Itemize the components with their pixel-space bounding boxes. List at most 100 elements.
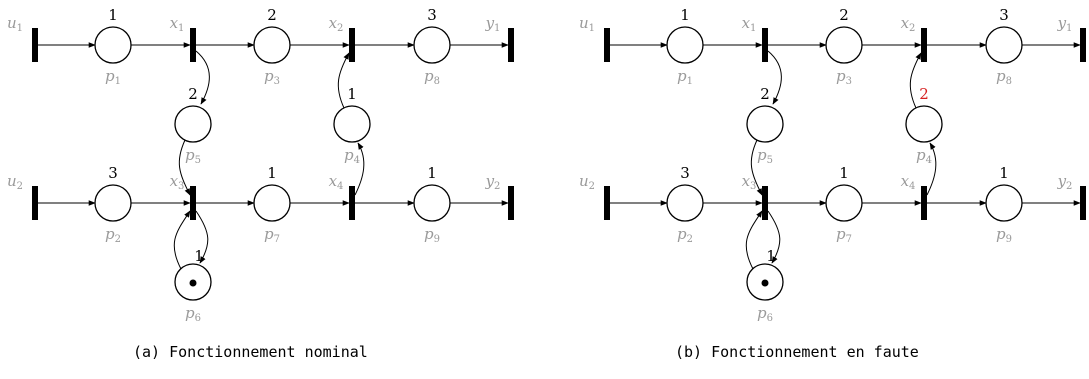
arc-p6-x3: [173, 210, 191, 270]
place-value-p7: 1: [267, 164, 277, 182]
transition-label-u2: u2: [7, 172, 23, 192]
place-value-p5: 2: [760, 85, 770, 103]
place-label-p3: p3: [264, 67, 280, 87]
place-label-p6: p6: [757, 304, 773, 324]
transition-y1: [1080, 28, 1086, 62]
place-p5: [746, 105, 784, 143]
place-p1: [666, 26, 704, 64]
place-value-p6: 1: [194, 247, 204, 265]
place-label-p2: p2: [677, 225, 693, 245]
transition-x1: [762, 28, 768, 62]
transition-label-x3: x3: [170, 172, 185, 192]
transition-label-u2: u2: [579, 172, 595, 192]
place-p4: [333, 105, 371, 143]
place-label-p3: p3: [836, 67, 852, 87]
place-value-p9: 1: [427, 164, 437, 182]
transition-u1: [32, 28, 38, 62]
place-value-p2: 3: [680, 164, 690, 182]
transition-label-y1: y1: [485, 14, 501, 34]
transition-x3: [190, 186, 196, 220]
transition-y2: [1080, 186, 1086, 220]
arc-x3-p6: [195, 210, 209, 264]
transition-y1: [508, 28, 514, 62]
place-value-p3: 2: [839, 6, 849, 24]
transition-label-x2: x2: [901, 14, 916, 34]
transition-label-y2: y2: [485, 172, 501, 192]
place-label-p1: p1: [677, 67, 693, 87]
arc-p6-x3: [745, 210, 763, 270]
place-p9: [985, 184, 1023, 222]
place-p7: [253, 184, 291, 222]
place-label-p6: p6: [185, 304, 201, 324]
transition-x4: [349, 186, 355, 220]
place-p1: [94, 26, 132, 64]
place-p8: [413, 26, 451, 64]
petri-net-figure: u1 x1 x2 y1 u2 x3 x4 y2 1 p1 2 p3 3 p8 3 p2 1 p7 1 p9 2 p5 1 p4…: [7, 6, 1086, 324]
place-value-p8: 3: [427, 6, 437, 24]
transition-x3: [762, 186, 768, 220]
place-label-p7: p7: [264, 225, 280, 245]
place-label-p4: p4: [916, 146, 932, 166]
transition-label-x1: x1: [742, 14, 757, 34]
place-value-p7: 1: [839, 164, 849, 182]
place-value-p4: 1: [347, 85, 357, 103]
place-value-p4: 2: [919, 85, 929, 103]
transition-u2: [604, 186, 610, 220]
transition-x2: [349, 28, 355, 62]
place-label-p5: p5: [185, 146, 201, 166]
place-label-p5: p5: [757, 146, 773, 166]
place-value-p6: 1: [766, 247, 776, 265]
place-value-p2: 3: [108, 164, 118, 182]
arc-x1-p5: [767, 50, 782, 105]
arc-x3-p6: [767, 210, 781, 264]
token-p6: [761, 279, 769, 287]
transition-label-x2: x2: [329, 14, 344, 34]
transition-label-x1: x1: [170, 14, 185, 34]
arc-p5-x3: [750, 139, 763, 196]
place-p3: [825, 26, 863, 64]
place-label-p2: p2: [105, 225, 121, 245]
arc-x1-p5: [195, 50, 210, 105]
transition-label-x3: x3: [742, 172, 757, 192]
arc-p5-x3: [178, 139, 191, 196]
transition-x2: [921, 28, 927, 62]
arc-p4-x2: [337, 52, 350, 109]
transition-y2: [508, 186, 514, 220]
place-label-p9: p9: [996, 225, 1012, 245]
arc-x4-p4: [354, 142, 365, 196]
transition-label-x4: x4: [329, 172, 344, 192]
transition-label-x4: x4: [901, 172, 916, 192]
transition-label-y1: y1: [1057, 14, 1073, 34]
transition-u1: [604, 28, 610, 62]
caption-fault: (b) Fonctionnement en faute: [675, 343, 919, 361]
place-p7: [825, 184, 863, 222]
place-label-p7: p7: [836, 225, 852, 245]
place-p5: [174, 105, 212, 143]
place-value-p3: 2: [267, 6, 277, 24]
caption-nominal: (a) Fonctionnement nominal: [133, 343, 368, 361]
place-p3: [253, 26, 291, 64]
place-label-p9: p9: [424, 225, 440, 245]
arc-x4-p4: [926, 142, 937, 196]
transition-label-u1: u1: [579, 14, 595, 34]
place-p2: [666, 184, 704, 222]
transition-x4: [921, 186, 927, 220]
place-p9: [413, 184, 451, 222]
place-value-p9: 1: [999, 164, 1009, 182]
token-p6: [189, 279, 197, 287]
place-p8: [985, 26, 1023, 64]
place-label-p4: p4: [344, 146, 360, 166]
place-value-p1: 1: [108, 6, 118, 24]
place-p4: [905, 105, 943, 143]
place-label-p8: p8: [996, 67, 1012, 87]
place-value-p1: 1: [680, 6, 690, 24]
transition-u2: [32, 186, 38, 220]
place-label-p8: p8: [424, 67, 440, 87]
transition-label-u1: u1: [7, 14, 23, 34]
petri-net-fault: u1 x1 x2 y1 u2 x3 x4 y2 1 p1 2 p3 3 p8 3 p2 1 p7 1 p9 2 p5 2 p4…: [579, 6, 1086, 324]
transition-label-y2: y2: [1057, 172, 1073, 192]
place-value-p8: 3: [999, 6, 1009, 24]
place-label-p1: p1: [105, 67, 121, 87]
transition-x1: [190, 28, 196, 62]
